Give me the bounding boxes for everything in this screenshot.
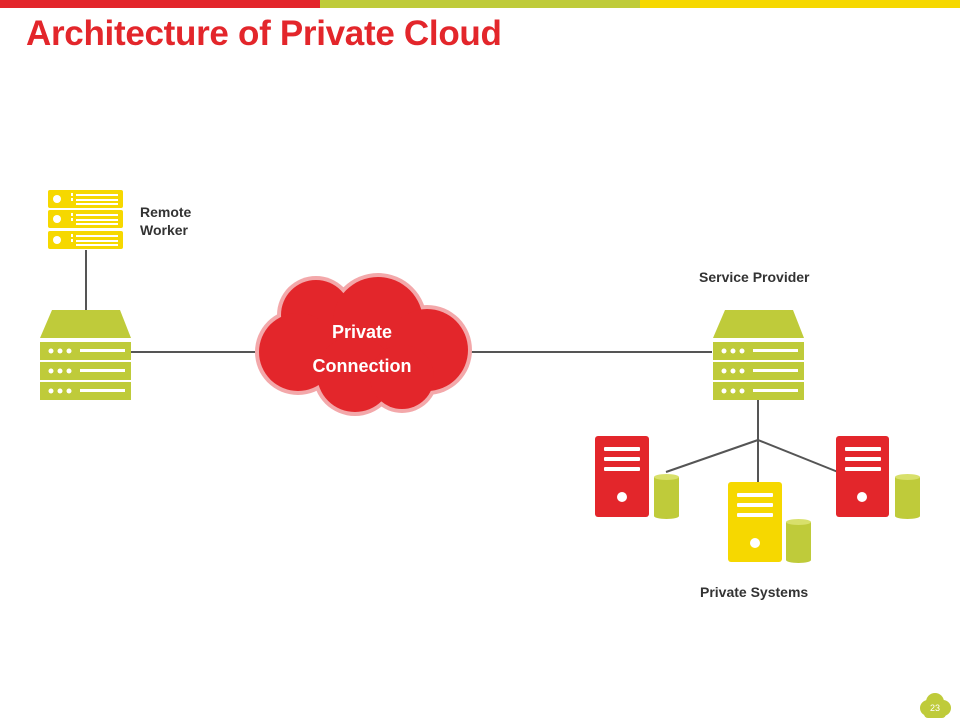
left-server-icon [40,310,131,400]
private-system-left-tower-icon [595,436,649,517]
cloud-label-line1: Private [331,322,393,342]
top-bar-yellow-segment [640,0,960,8]
remote-worker-label-line1: Remote [140,204,192,220]
remote-worker-label: Remote Worker [140,203,191,239]
private-system-right-tower-icon [836,436,889,517]
remote-worker-label-line2: Worker [140,222,188,238]
cloud-label-line2: Connection [312,356,412,376]
remote-worker-rack-icon [48,190,123,249]
top-bar-red-segment [0,0,320,8]
service-provider-server-icon [713,310,804,400]
connector-hub-to-right-system [757,439,839,473]
connector-lines [85,250,839,482]
service-provider-label: Service Provider [699,269,810,285]
page-number: 23 [929,703,940,713]
private-system-left-database-icon [654,474,679,519]
private-system-middle-tower-icon [728,482,782,562]
private-system-middle-database-icon [786,519,811,563]
private-system-right-database-icon [895,474,920,519]
slide-title: Architecture of Private Cloud [26,14,502,53]
top-bar-green-segment [320,0,640,8]
private-systems-label: Private Systems [700,584,809,600]
private-connection-cloud-icon [255,273,472,416]
page-number-cloud-icon [920,693,951,718]
top-color-bar [0,0,960,8]
connector-hub-to-left-system [665,439,759,473]
